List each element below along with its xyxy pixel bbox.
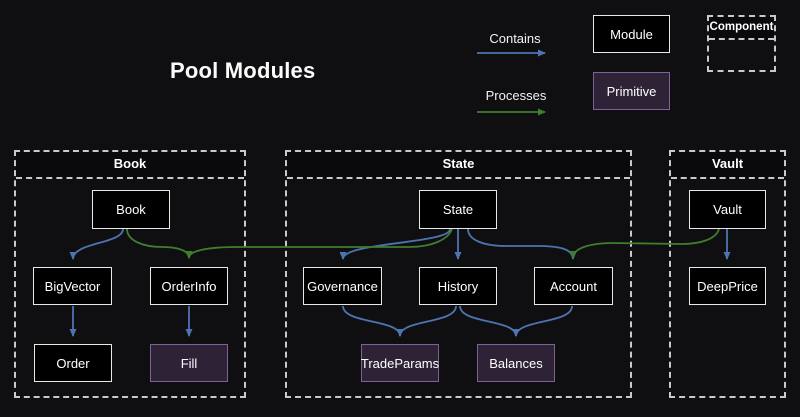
node-book: Book [92,190,170,229]
legend-module-label: Module [610,27,653,42]
node-orderinfo: OrderInfo [150,267,228,305]
node-balances: Balances [477,344,555,382]
group-state-title: State [287,152,630,179]
group-vault-title: Vault [671,152,784,179]
legend-module-box: Module [593,15,670,53]
group-book-title: Book [16,152,244,179]
node-order: Order [34,344,112,382]
page-title: Pool Modules [170,58,315,84]
node-tradeparams: TradeParams [361,344,439,382]
node-state: State [419,190,497,229]
legend-primitive-box: Primitive [593,72,670,110]
legend-component-label: Component [709,17,774,40]
legend-primitive-label: Primitive [607,84,657,99]
node-fill: Fill [150,344,228,382]
node-deepprice: DeepPrice [689,267,766,305]
node-governance: Governance [303,267,382,305]
node-account: Account [534,267,613,305]
legend-processes-label: Processes [477,88,555,103]
legend-component-box: Component [707,15,776,72]
node-vault: Vault [689,190,766,229]
legend-contains-label: Contains [479,31,551,46]
node-history: History [419,267,497,305]
node-bigvector: BigVector [33,267,112,305]
